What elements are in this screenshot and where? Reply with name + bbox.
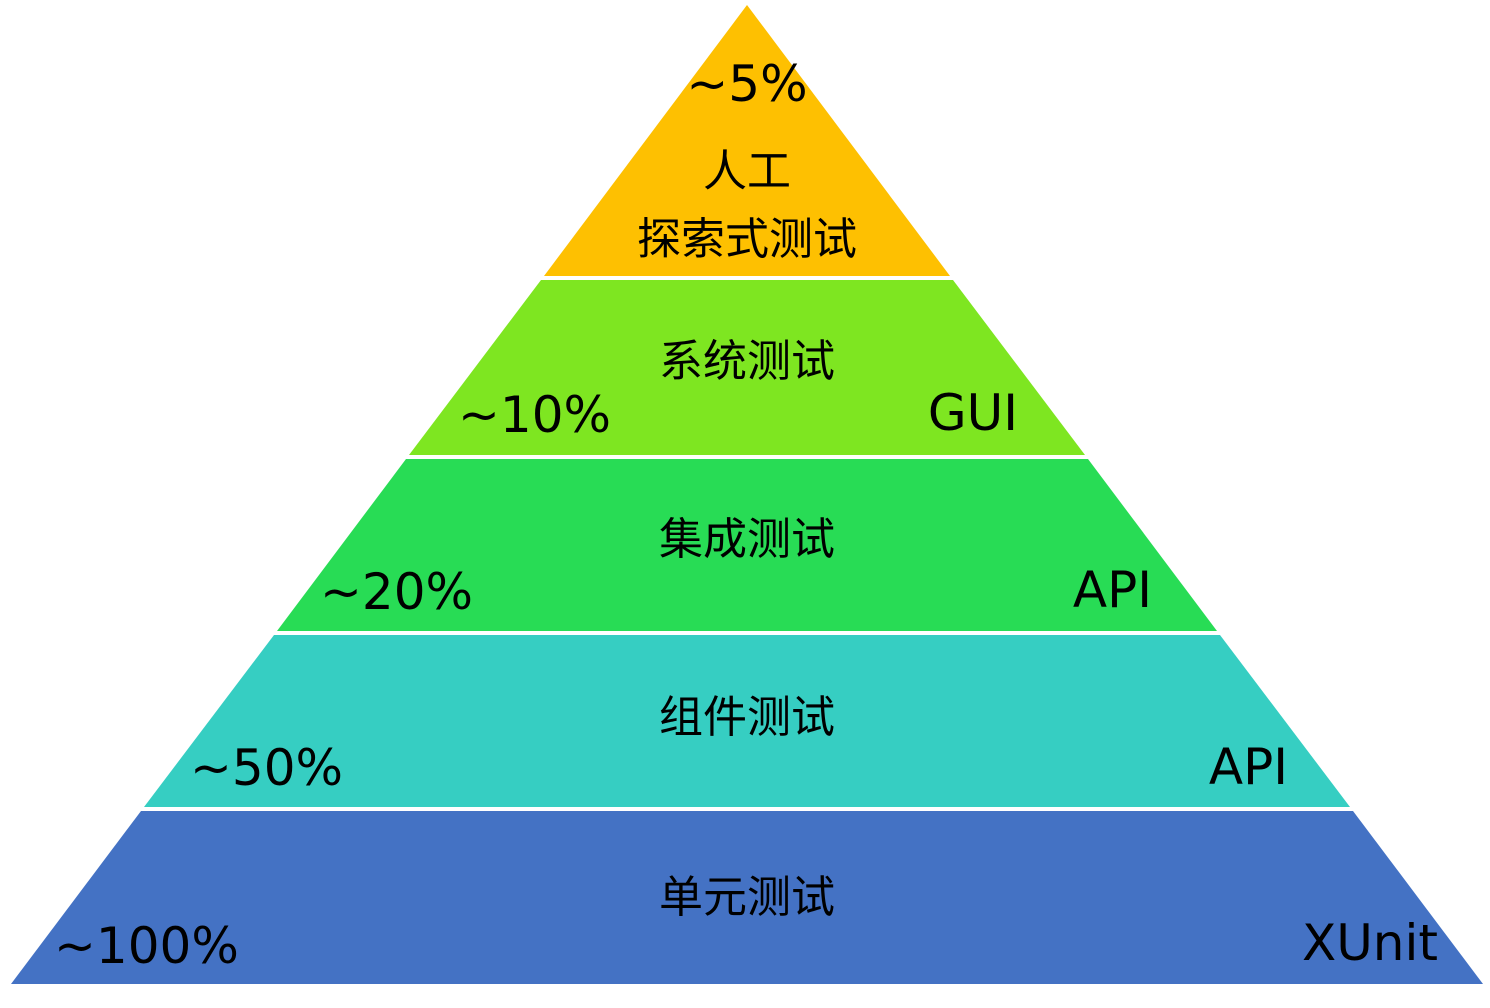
layer-shape-unit-test bbox=[11, 811, 1483, 984]
system-test-name-label: 系统测试 bbox=[659, 336, 835, 387]
layer-shape-integration-test bbox=[277, 459, 1217, 631]
component-test-name-label: 组件测试 bbox=[659, 692, 835, 743]
component-test-tool-label: API bbox=[1208, 738, 1288, 796]
integration-test-name-label: 集成测试 bbox=[659, 514, 835, 565]
system-test-tool-label: GUI bbox=[927, 384, 1018, 442]
unit-test-name-label: 单元测试 bbox=[659, 872, 835, 923]
integration-test-percent-label: ~20% bbox=[320, 563, 474, 621]
layer-shape-component-test bbox=[144, 635, 1350, 807]
manual-exploratory-name-line1: 人工 bbox=[703, 146, 791, 197]
integration-test-tool-label: API bbox=[1072, 561, 1152, 619]
unit-test-percent-label: ~100% bbox=[54, 917, 239, 975]
layer-shape-manual-exploratory bbox=[544, 5, 950, 276]
unit-test-tool-label: XUnit bbox=[1301, 914, 1438, 972]
system-test-percent-label: ~10% bbox=[458, 386, 612, 444]
manual-exploratory-percent-label: ~5% bbox=[686, 55, 808, 113]
manual-exploratory-name-line2: 探索式测试 bbox=[637, 214, 857, 265]
layer-shape-system-test bbox=[409, 280, 1085, 455]
component-test-percent-label: ~50% bbox=[190, 739, 344, 797]
